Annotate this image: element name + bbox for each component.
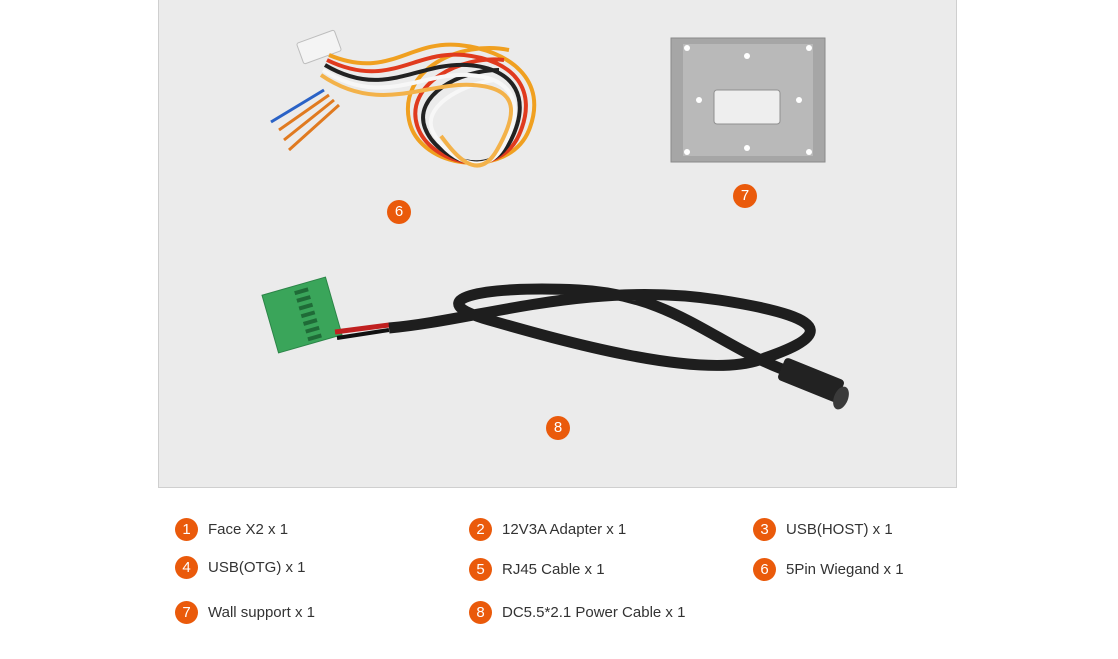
legend-label: DC5.5*2.1 Power Cable x 1 — [502, 604, 686, 621]
legend-number: 3 — [753, 518, 776, 541]
legend-number: 4 — [175, 556, 198, 579]
legend-label: 12V3A Adapter x 1 — [502, 521, 627, 538]
accessories-illustration — [261, 29, 849, 410]
wiegand-cable-image — [270, 29, 537, 168]
legend-item-adapter: 2 12V3A Adapter x 1 — [469, 518, 626, 541]
legend-number: 1 — [175, 518, 198, 541]
legend-item-wiegand: 6 5Pin Wiegand x 1 — [753, 558, 904, 581]
legend-label: RJ45 Cable x 1 — [502, 561, 605, 578]
legend-number: 6 — [753, 558, 776, 581]
legend-label: USB(OTG) x 1 — [208, 559, 306, 576]
badge-wiegand-cable: 6 — [387, 200, 411, 224]
legend-item-usb-otg: 4 USB(OTG) x 1 — [175, 556, 306, 579]
product-photo-panel: 6 7 8 — [158, 0, 957, 488]
legend-item-power-cable: 8 DC5.5*2.1 Power Cable x 1 — [469, 601, 685, 624]
legend-number: 7 — [175, 601, 198, 624]
legend-label: 5Pin Wiegand x 1 — [786, 561, 904, 578]
legend-number: 5 — [469, 558, 492, 581]
legend-label: Wall support x 1 — [208, 604, 315, 621]
legend-number: 2 — [469, 518, 492, 541]
legend-item-face-x2: 1 Face X2 x 1 — [175, 518, 288, 541]
badge-power-cable: 8 — [546, 416, 570, 440]
legend-item-wall-support: 7 Wall support x 1 — [175, 601, 315, 624]
legend-label: Face X2 x 1 — [208, 521, 289, 538]
power-cable-image — [261, 276, 849, 410]
legend-number: 8 — [469, 601, 492, 624]
wall-support-image — [670, 37, 826, 163]
legend-item-rj45: 5 RJ45 Cable x 1 — [469, 558, 605, 581]
legend-item-usb-host: 3 USB(HOST) x 1 — [753, 518, 893, 541]
badge-wall-support: 7 — [733, 184, 757, 208]
legend-label: USB(HOST) x 1 — [786, 521, 893, 538]
